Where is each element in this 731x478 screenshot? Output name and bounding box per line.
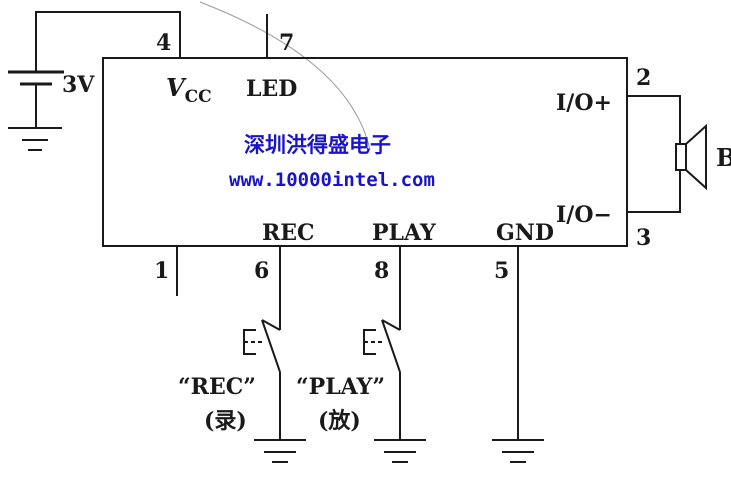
gnd-label: GND (496, 220, 554, 246)
play-switch-sublabel: (放) (318, 408, 361, 434)
pin-8-number: 8 (374, 258, 389, 284)
rec-label: REC (262, 220, 315, 246)
chip-body (102, 57, 628, 247)
rec-ground-icon (254, 439, 306, 463)
rec-switch-sublabel: (录) (204, 408, 247, 434)
speaker-icon (675, 123, 707, 191)
led-label: LED (246, 76, 297, 102)
watermark-company: 深圳洪得盛电子 (244, 133, 391, 157)
play-ground-icon (374, 439, 426, 463)
battery-voltage-label: 3V (62, 72, 95, 98)
pin-3-number: 3 (636, 225, 651, 251)
play-switch (363, 246, 401, 440)
pin-4-number: 4 (156, 30, 171, 56)
speaker-wiring (627, 95, 681, 213)
play-label: PLAY (372, 220, 436, 246)
speaker-label: B (716, 143, 731, 172)
watermark-url: www.10000intel.com (229, 169, 435, 191)
gnd-ground-icon (492, 439, 544, 463)
pin-1-number: 1 (154, 258, 169, 284)
vcc-label: VCC (166, 73, 212, 107)
rec-switch-label: “REC” (178, 374, 256, 400)
rec-switch (243, 246, 281, 440)
io-minus-label: I/O− (556, 202, 612, 228)
background-arc (199, 1, 371, 151)
battery-circuit (8, 11, 181, 151)
pin-6-number: 6 (254, 258, 269, 284)
pin-5-number: 5 (494, 258, 509, 284)
io-plus-label: I/O+ (556, 90, 612, 116)
pin-7-number: 7 (279, 30, 294, 56)
play-switch-label: “PLAY” (296, 374, 385, 400)
pin-2-number: 2 (636, 65, 651, 91)
